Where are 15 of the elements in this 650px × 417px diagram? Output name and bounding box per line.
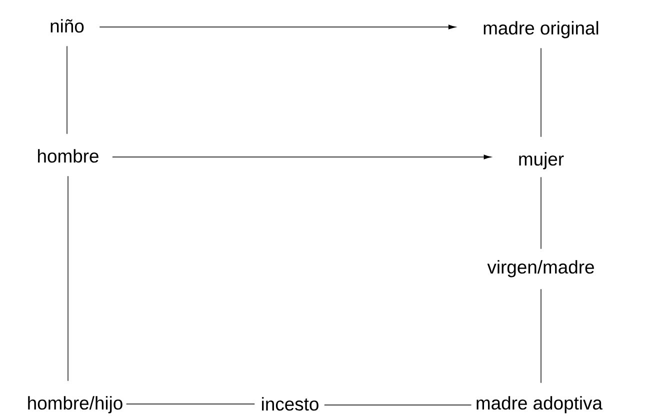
arrow bbox=[99, 24, 456, 30]
text-label: hombre bbox=[38, 149, 98, 163]
text-label: niño bbox=[50, 19, 84, 33]
connector-line bbox=[540, 176, 542, 250]
text-label: madre original bbox=[484, 21, 598, 38]
connector-line bbox=[324, 404, 472, 406]
text-label: incesto bbox=[262, 397, 318, 411]
text-label: virgen/madre bbox=[487, 260, 594, 278]
connector-line bbox=[540, 48, 542, 138]
connector-line bbox=[66, 46, 68, 134]
connector-line bbox=[540, 288, 542, 384]
text-label: madre adoptiva bbox=[476, 396, 602, 414]
arrow bbox=[112, 154, 492, 160]
text-label: hombre/hijo bbox=[28, 396, 122, 414]
text-label: mujer bbox=[519, 152, 564, 170]
